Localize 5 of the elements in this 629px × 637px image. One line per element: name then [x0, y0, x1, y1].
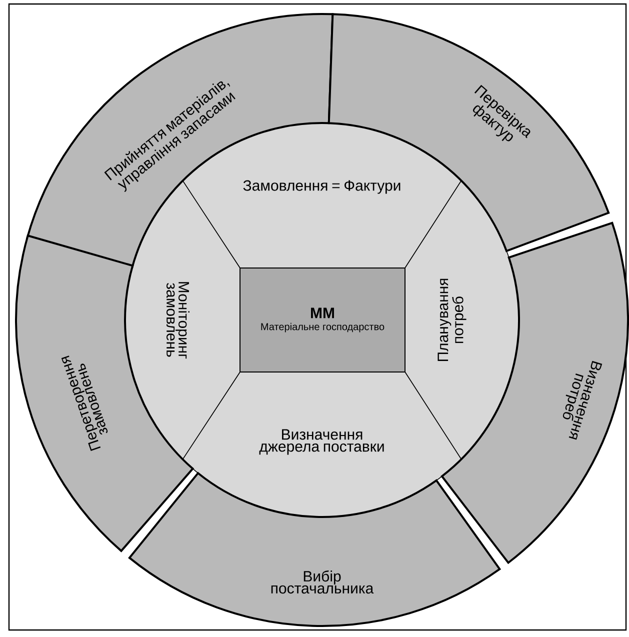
- circle-sector: Планування потреб: [404, 180, 520, 460]
- ring-segment: Вибір постачальника: [128, 472, 501, 627]
- node-label: Вибір постачальника: [271, 570, 374, 594]
- center-box: ММ Матеріальне господарство: [240, 268, 406, 372]
- circle-sector: Визначення джерела поставки: [182, 372, 462, 518]
